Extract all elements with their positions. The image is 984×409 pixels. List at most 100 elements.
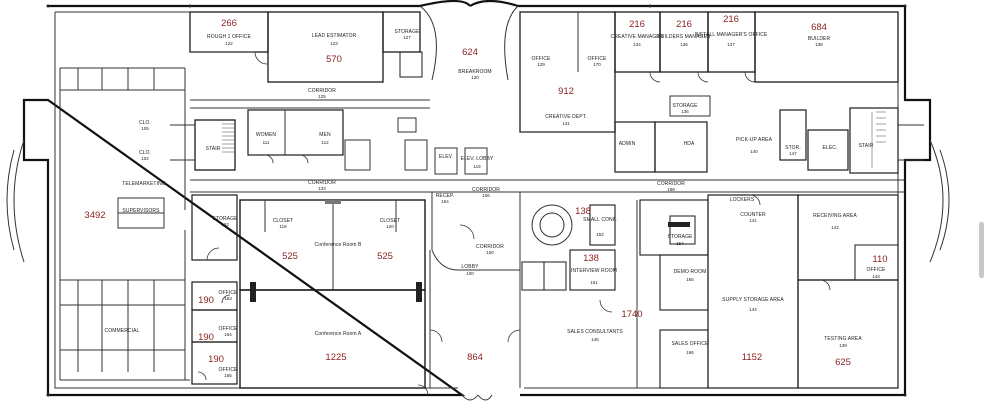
area-builder: 684 [811,22,827,33]
room-label-breakroom: BREAKROOM [458,69,491,75]
room-num-office-165: 165 [224,373,232,378]
area-lead-estimator: 570 [326,54,342,65]
area-conference-a: 1225 [325,352,346,363]
room-label-hda: HDA [684,141,695,147]
area-conference-b: 525 [282,251,298,262]
area-creative: 912 [558,86,574,97]
room-num-reception: 154 [441,199,449,204]
area-small-conf: 138 [575,206,591,217]
room-label-admin: ADMIN [619,141,636,147]
room-label-office-129: OFFICE [532,56,551,62]
sales-zone [636,194,899,389]
room-label-stair-right: STAIR [859,143,874,149]
room-label-office-143: OFFICE [867,267,886,273]
room-label-rough-office: ROUGH 1 OFFICE [207,34,251,40]
room-num-builder: 138 [815,42,823,47]
room-num-lead-estimator: 123 [330,41,338,46]
room-label-lobby: LOBBY [461,264,479,270]
left-offices [191,194,238,385]
room-num-storage-136: 136 [681,109,689,114]
room-num-women: 111 [263,140,270,145]
room-label-elev: ELEV. [439,154,453,160]
area-office-163: 190 [198,295,214,306]
conference-rooms [239,199,426,389]
area-rough-office: 266 [221,18,237,29]
room-label-creative: CREATIVE DEPT. [545,114,587,120]
room-label-builder: BUILDER [808,36,831,42]
room-label-testing: TESTING AREA [824,336,862,342]
upper-left-offices [189,11,423,83]
outer-walls [6,0,950,401]
room-num-builders-manager: 136 [680,42,688,47]
area-supervisors: 3492 [84,210,105,221]
room-num-breakroom: 130 [471,75,479,80]
room-num-testing: 139 [839,343,847,348]
area-builders-manager: 216 [676,19,692,30]
room-label-telemarketing: TELEMARKETING [122,181,166,187]
room-num-stor: 147 [789,151,797,156]
lobby-core [429,192,616,388]
room-num-counter: 141 [749,218,757,223]
corridors [190,99,905,193]
room-num-receiving: 142 [831,225,839,230]
room-label-corridor-150: CORRIDOR [476,244,504,250]
room-num-demo: 165 [686,277,694,282]
upper-right-offices [519,11,899,133]
room-label-stair-left: STAIR [206,146,221,152]
room-label-receiving: RECEIVING AREA [813,213,857,219]
room-num-creative-manager: 134 [633,42,641,47]
room-num-corridor-125: 125 [318,94,326,99]
room-label-stor: STOR. [785,145,801,151]
room-label-sales-consultants: SALES CONSULTANTS [567,329,623,335]
room-num-sales-office: 166 [686,350,694,355]
room-num-office-129: 129 [537,62,545,67]
room-label-clo-102: CLO. [139,150,151,156]
room-num-rough-office: 122 [225,41,233,46]
room-label-storage-127: STORAGE [394,29,420,35]
room-label-conference-a: Conference Room A [315,331,362,337]
room-num-closet-120: 120 [386,224,394,229]
room-num-office-164: 164 [224,332,232,337]
room-label-office-164: OFFICE [219,326,238,332]
area-office-143: 110 [872,254,887,265]
room-num-small-conf: 152 [596,232,604,237]
room-label-small-conf: SMALL CONF. [583,217,617,223]
room-labels: TELEMARKETING SUPERVISORS 3492 COMMERCIA… [84,14,887,378]
room-num-storage-127: 127 [403,35,411,40]
area-interview: 138 [583,253,599,264]
room-num-clo-105: 105 [141,126,149,131]
room-label-men: MEN [319,132,331,138]
room-num-pickup: 140 [750,149,758,154]
room-label-commercial: COMMERCIAL [105,328,140,334]
room-num-corridor-106: 106 [482,193,490,198]
room-label-storage-136: STORAGE [672,103,698,109]
room-num-office-143: 143 [872,274,880,279]
room-num-storage-163: 163 [221,222,229,227]
room-label-corridor-106: CORRIDOR [472,187,500,193]
area-office-164: 190 [198,332,214,343]
room-label-counter: COUNTER [740,212,766,218]
room-label-clo-105: CLO. [139,120,151,126]
room-num-supply: 144 [749,307,757,312]
room-label-creative-manager: CREATIVE MANAGER [611,34,664,40]
room-num-clo-102: 102 [141,156,149,161]
telemarketing-zone [59,67,190,381]
room-label-sales-office: SALES OFFICE [671,341,709,347]
room-num-storage-154: 154 [676,241,684,246]
vertical-scrollbar[interactable] [979,222,984,278]
area-supply: 1152 [742,352,762,363]
room-num-corridor-150: 150 [486,250,494,255]
room-label-interview: INTERVIEW ROOM [571,268,617,274]
room-label-lockers: LOCKERS [730,197,755,203]
room-label-supply: SUPPLY STORAGE AREA [722,297,784,303]
room-label-storage-154: STORAGE [667,234,693,240]
room-label-pickup: PICK-UP AREA [736,137,773,143]
room-num-elev-lobby: 119 [473,164,481,169]
room-num-creative: 131 [562,121,570,126]
room-num-sales-consultants: 145 [591,337,599,342]
area-creative-manager: 216 [629,19,645,30]
room-label-closet-118: CLOSET [273,218,294,224]
room-label-office-170: OFFICE [588,56,607,62]
area-closet-120: 525 [377,251,393,262]
